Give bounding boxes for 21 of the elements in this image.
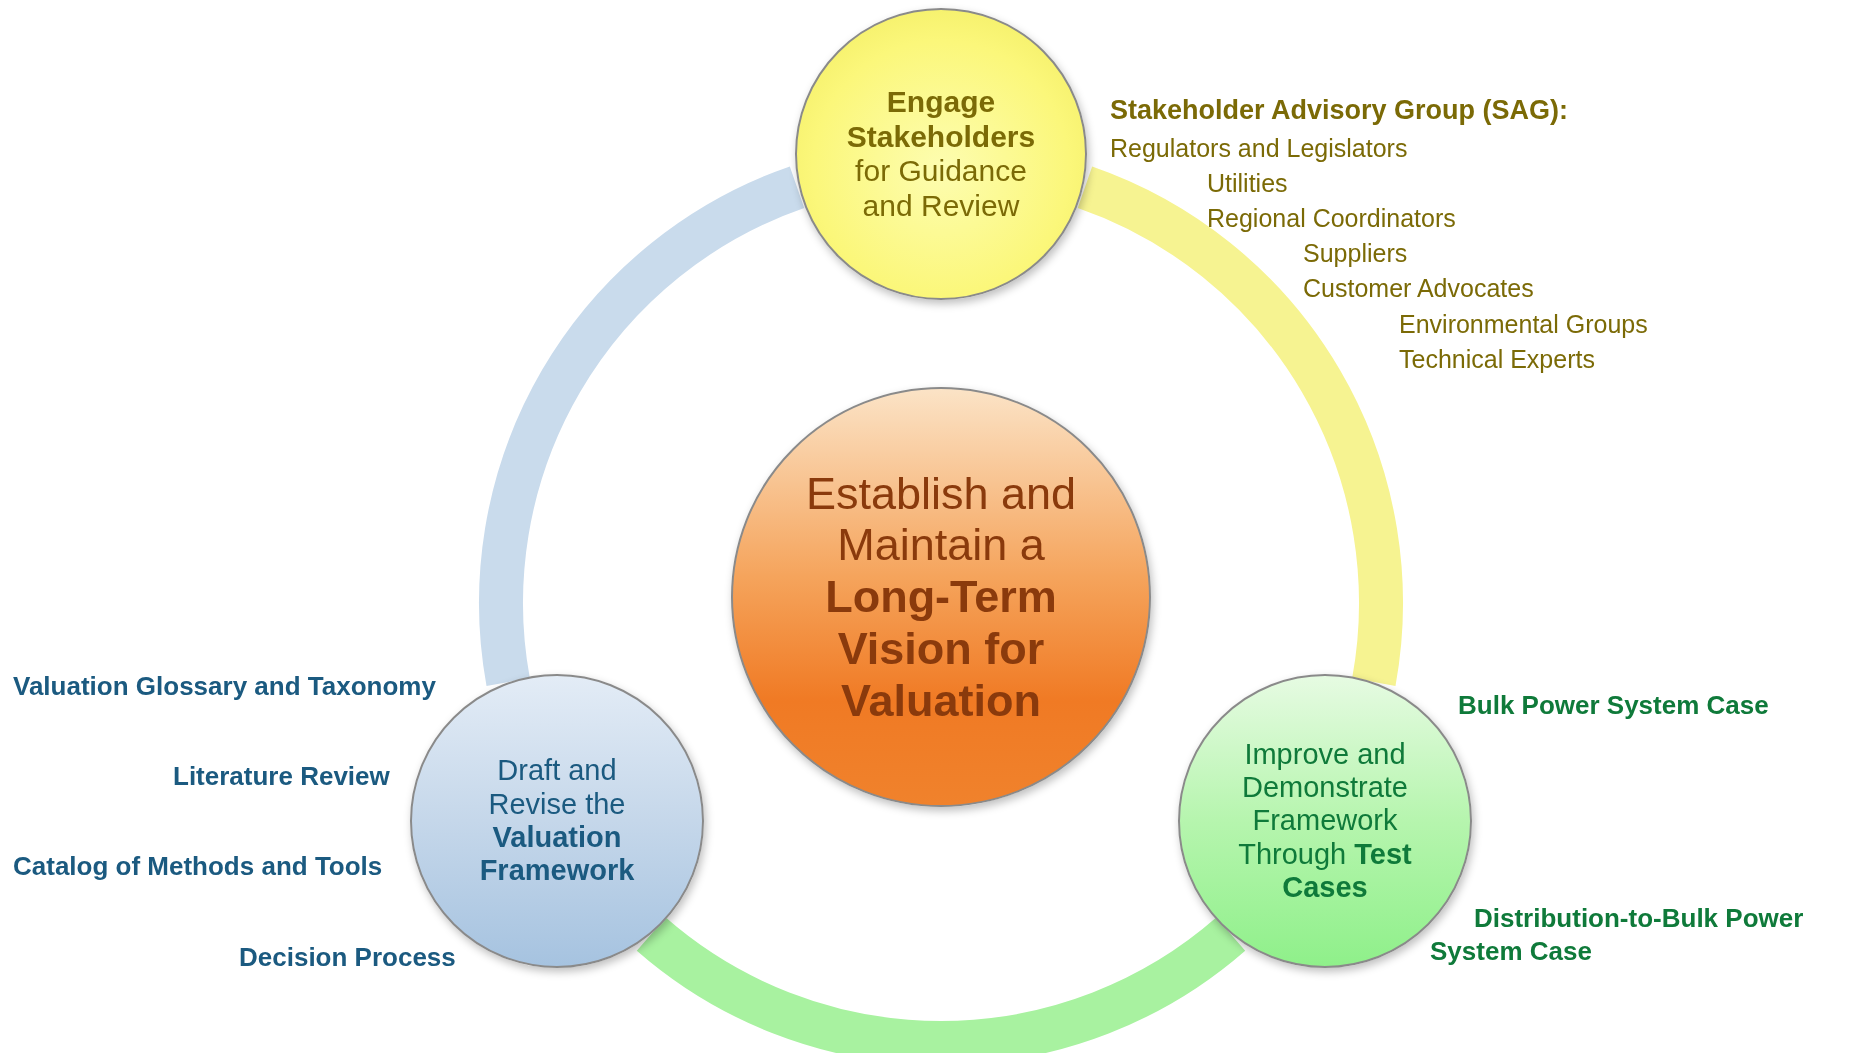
list-heading: Valuation Glossary and Taxonomy — [13, 670, 437, 703]
list-heading: Distribution-to-Bulk Power System Case — [1430, 902, 1805, 968]
circle-label: Establish and Maintain a Long-Term Vision for Valuation — [804, 467, 1078, 727]
list-item: Technical Experts — [1399, 343, 1596, 375]
list-item: Environmental Groups — [1399, 308, 1649, 340]
list-heading: Literature Review — [173, 760, 391, 793]
circle-label: Draft and Revise the Valuation Framework — [478, 754, 636, 888]
ring-arc-connector — [637, 916, 1245, 1053]
list-heading: Catalog of Methods and Tools — [13, 850, 384, 883]
list-heading: Decision Process — [239, 941, 457, 974]
ring-arc-connector — [1076, 166, 1403, 685]
circle-label: Engage Stakeholders for Guidance and Review — [845, 85, 1037, 223]
ring-arc-connector — [479, 166, 806, 685]
list-item: Regional Coordinators — [1207, 202, 1457, 234]
list-heading: Bulk Power System Case — [1458, 689, 1770, 722]
list-item: Suppliers — [1303, 237, 1409, 269]
list-item: Customer Advocates — [1303, 272, 1535, 304]
list-item: Regulators and Legislators — [1110, 132, 1409, 164]
list-item: Utilities — [1207, 167, 1289, 199]
circle-label: Improve and Demonstrate Framework Through Test Cases — [1237, 737, 1413, 905]
list-heading: Stakeholder Advisory Group (SAG): — [1110, 94, 1570, 128]
